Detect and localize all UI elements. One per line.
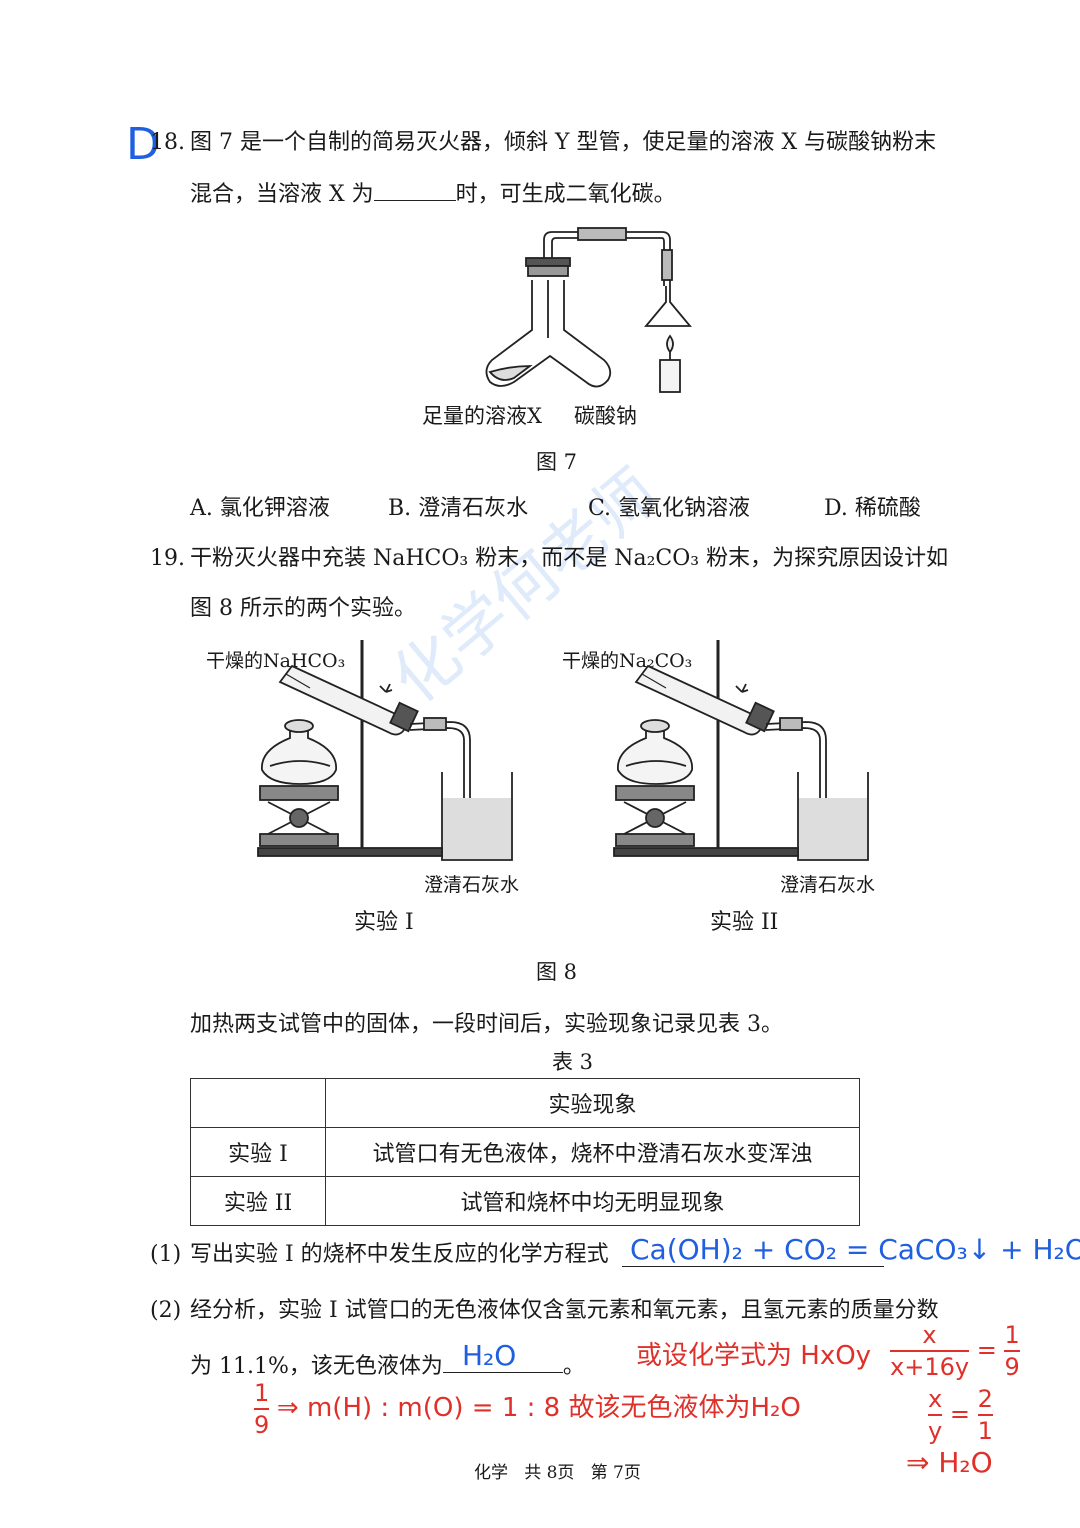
table-3: 实验现象 实验 I 试管口有无色液体，烧杯中澄清石灰水变浑浊 实验 II 试管和… xyxy=(190,1078,860,1226)
exp2-beaker-label: 澄清石灰水 xyxy=(780,874,876,896)
exp2-substance-label: 干燥的Na₂CO₃ xyxy=(562,650,693,672)
option-d: D. 稀硫酸 xyxy=(824,496,921,521)
question-18-line1: 图 7 是一个自制的简易灭火器，倾斜 Y 型管，使足量的溶液 X 与碳酸钠粉末 xyxy=(190,130,937,155)
frac1-rden: 9 xyxy=(1004,1353,1020,1381)
frac2-rden: 1 xyxy=(977,1417,993,1445)
frac1-rnum: 1 xyxy=(1004,1321,1020,1349)
part-2-number: (2) xyxy=(150,1298,182,1323)
option-a: A. 氯化钾溶液 xyxy=(190,496,330,521)
exp1-substance-label: 干燥的NaHCO₃ xyxy=(206,650,346,672)
part-2-line2: 为 11.1%，该无色液体为 。 xyxy=(190,1350,585,1382)
question-19-line2: 图 8 所示的两个实验。 xyxy=(190,596,416,621)
exp2-name: 实验 II xyxy=(710,910,779,935)
exp1-name: 实验 I xyxy=(354,910,414,935)
line2-text: ⇒ m(H) : m(O) = 1 : 8 故该无色液体为H₂O xyxy=(276,1393,801,1423)
part-2-line2-after: 。 xyxy=(562,1354,585,1379)
frac1-eq: = xyxy=(976,1336,997,1364)
experiment-1-apparatus xyxy=(257,640,513,861)
part-1-answer: Ca(OH)₂ + CO₂ = CaCO₃↓ + H₂O xyxy=(630,1233,1080,1266)
part-1-text: 写出实验 I 的烧杯中发生反应的化学方程式 xyxy=(190,1242,609,1267)
figure-7-caption: 图 7 xyxy=(536,450,578,474)
part-1-number: (1) xyxy=(150,1242,182,1267)
exp1-beaker-label: 澄清石灰水 xyxy=(424,874,520,896)
line2-den: 9 xyxy=(254,1411,270,1439)
part-2-answer: H₂O xyxy=(462,1339,517,1372)
table-cell: 试管和烧杯中均无明显现象 xyxy=(325,1176,860,1226)
frac1-den: x+16y xyxy=(890,1353,970,1381)
frac2-num: x xyxy=(928,1385,943,1413)
handwriting-line2: 1 9 ⇒ m(H) : m(O) = 1 : 8 故该无色液体为H₂O xyxy=(254,1378,801,1440)
answer-blank xyxy=(373,178,456,201)
table-cell: 试管口有无色液体，烧杯中澄清石灰水变浑浊 xyxy=(325,1127,860,1177)
line2-num: 1 xyxy=(254,1379,270,1407)
handwriting-fraction-1: x x+16y = 1 9 xyxy=(890,1320,1020,1382)
handwriting-line1: 或设化学式为 HxOy xyxy=(636,1341,872,1371)
frac2-rnum: 2 xyxy=(977,1385,993,1413)
figure-8-caption: 图 8 xyxy=(536,960,578,984)
figure-7-label-carbonate: 碳酸钠 xyxy=(574,404,637,428)
question-18-line2: 混合，当溶液 X 为 时，可生成二氧化碳。 xyxy=(190,178,676,210)
frac2-eq: = xyxy=(949,1400,970,1428)
part-2-line1: 经分析，实验 I 试管口的无色液体仅含氢元素和氧元素，且氢元素的质量分数 xyxy=(190,1298,939,1323)
question-19-line1: 干粉灭火器中充装 NaHCO₃ 粉末，而不是 Na₂CO₃ 粉末，为探究原因设计… xyxy=(190,546,949,571)
handwriting-conclusion: ⇒ H₂O xyxy=(906,1446,993,1479)
table-cell: 实验 II xyxy=(190,1176,326,1226)
part-2-blank xyxy=(442,1350,563,1373)
table-header-cell: 实验现象 xyxy=(325,1078,860,1128)
answer-mark-d: D xyxy=(126,119,160,170)
experiment-2-apparatus xyxy=(613,640,869,861)
frac1-num: x xyxy=(922,1321,937,1349)
question-18-line2-before: 混合，当溶液 X 为 xyxy=(190,182,374,207)
part-1-blank xyxy=(622,1266,884,1267)
table-3-title: 表 3 xyxy=(552,1050,594,1074)
figure-7-apparatus xyxy=(485,227,692,393)
question-18-number: 18. xyxy=(150,130,185,155)
part-2-line2-before: 为 11.1%，该无色液体为 xyxy=(190,1354,443,1379)
page-footer: 化学 共 8页 第 7页 xyxy=(474,1463,641,1483)
figure-7-label-solution: 足量的溶液X xyxy=(422,404,542,428)
table-row: 实验 II 试管和烧杯中均无明显现象 xyxy=(190,1176,860,1226)
table-row: 实验 I 试管口有无色液体，烧杯中澄清石灰水变浑浊 xyxy=(190,1127,860,1177)
option-c: C. 氢氧化钠溶液 xyxy=(588,496,751,521)
option-b: B. 澄清石灰水 xyxy=(388,496,529,521)
table-cell: 实验 I xyxy=(190,1127,326,1177)
table-header-cell xyxy=(190,1078,326,1128)
frac2-den: y xyxy=(928,1417,943,1445)
table-header-row: 实验现象 xyxy=(190,1078,860,1128)
question-18-line2-after: 时，可生成二氧化碳。 xyxy=(455,182,676,207)
question-19-number: 19. xyxy=(150,546,185,571)
q19-intro: 加热两支试管中的固体，一段时间后，实验现象记录见表 3。 xyxy=(190,1012,783,1037)
